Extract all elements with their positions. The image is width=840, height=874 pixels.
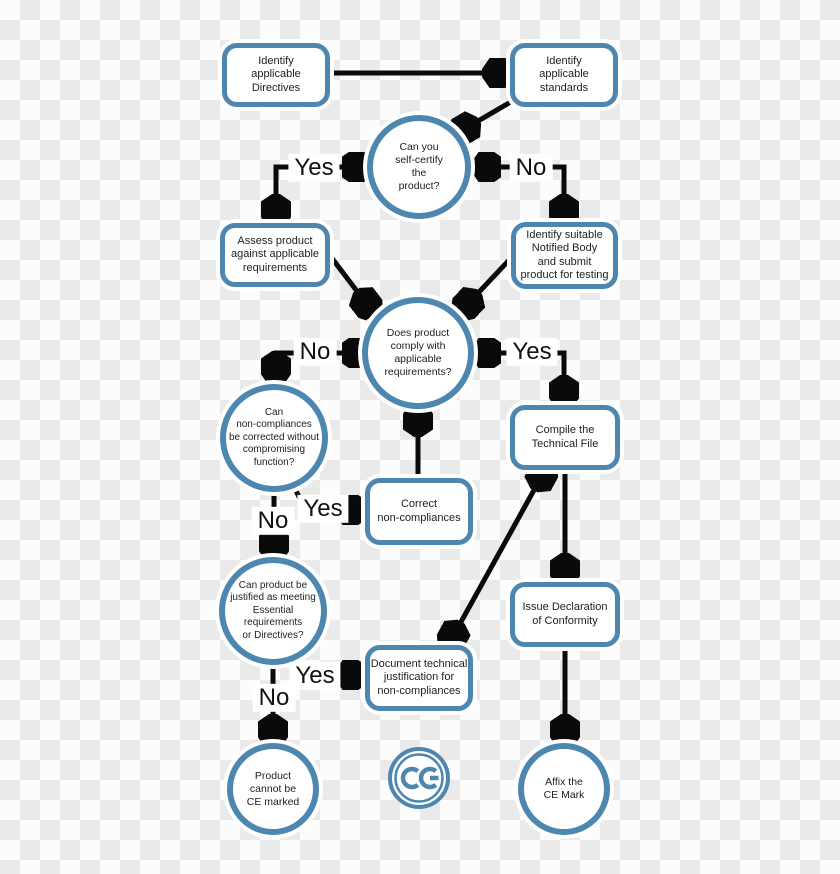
edge-label-yes-self-certify: Yes: [288, 153, 340, 183]
node-issue-declaration-label: Issue Declaration of Conformity: [522, 601, 608, 627]
arrow-assess-to-comply: [329, 255, 369, 307]
node-correct-non-compliances-label: Correct non-compliances: [377, 498, 461, 524]
node-assess-product: Assess product against applicable requir…: [220, 223, 330, 287]
arrow-standards-to-selfcertify: [461, 97, 516, 131]
decision-non-compliances-corrected-label: Can non-compliances be corrected without…: [228, 406, 320, 468]
arrow-notified-body-to-comply: [465, 256, 513, 307]
node-issue-declaration: Issue Declaration of Conformity: [510, 582, 620, 647]
edge-label-no-comply: No: [293, 337, 337, 367]
node-notified-body: Identify suitable Notified Body and subm…: [511, 222, 618, 289]
decision-product-justified: Can product be justified as meeting Esse…: [219, 557, 327, 665]
node-affix-ce-mark-label: Affix the CE Mark: [543, 776, 585, 801]
edge-label-yes-comply: Yes: [506, 337, 558, 367]
node-assess-product-label: Assess product against applicable requir…: [230, 234, 320, 274]
decision-product-comply: Does product comply with applicable requ…: [362, 297, 474, 409]
node-identify-standards: Identify applicable standards: [510, 43, 618, 107]
node-compile-technical-file: Compile the Technical File: [510, 405, 620, 470]
node-cannot-ce-mark-label: Product cannot be CE marked: [246, 769, 300, 808]
node-correct-non-compliances: Correct non-compliances: [365, 478, 473, 545]
node-affix-ce-mark: Affix the CE Mark: [518, 743, 610, 835]
node-identify-directives-label: Identify applicable Directives: [251, 54, 301, 94]
node-document-justification: Document technical justification for non…: [365, 645, 473, 711]
decision-self-certify-label: Can you self-certify the product?: [395, 141, 443, 192]
node-cannot-ce-mark: Product cannot be CE marked: [227, 743, 319, 835]
node-identify-directives: Identify applicable Directives: [222, 43, 330, 107]
decision-product-justified-label: Can product be justified as meeting Esse…: [230, 579, 316, 641]
decision-self-certify: Can you self-certify the product?: [367, 115, 471, 219]
arrow-document-to-compile: [451, 472, 544, 640]
node-document-justification-label: Document technical justification for non…: [370, 657, 468, 697]
edge-label-yes-justified: Yes: [289, 661, 341, 691]
node-compile-technical-file-label: Compile the Technical File: [531, 424, 599, 450]
edge-label-yes-correctable: Yes: [297, 494, 349, 524]
edge-label-no-self-certify: No: [509, 153, 553, 183]
ce-mark-icon: [388, 747, 450, 809]
node-identify-standards-label: Identify applicable standards: [539, 54, 589, 94]
node-notified-body-label: Identify suitable Notified Body and subm…: [520, 228, 609, 282]
edge-label-no-correctable: No: [251, 506, 295, 536]
edge-label-no-justified: No: [252, 683, 296, 713]
decision-product-comply-label: Does product comply with applicable requ…: [384, 327, 452, 378]
decision-non-compliances-corrected: Can non-compliances be corrected without…: [220, 384, 328, 492]
